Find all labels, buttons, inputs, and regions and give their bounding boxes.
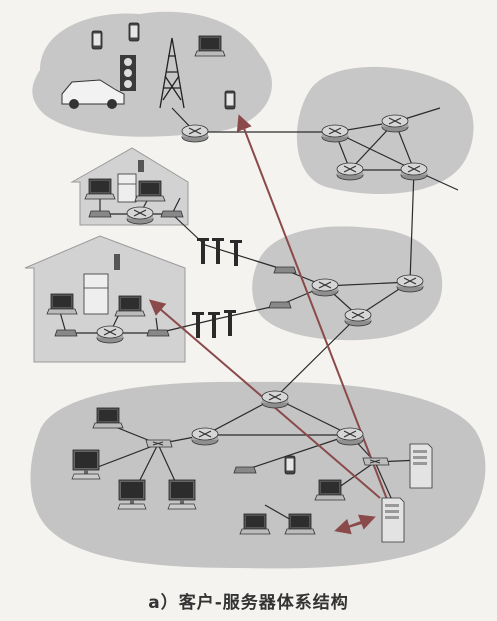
router-icon xyxy=(126,206,154,225)
thermometer-icon xyxy=(138,160,144,172)
laptop-icon xyxy=(314,479,346,501)
router-icon xyxy=(261,390,289,409)
modem-icon xyxy=(273,266,297,274)
router-icon xyxy=(311,278,339,297)
smartphone-icon xyxy=(91,30,103,50)
car-icon xyxy=(61,79,125,109)
server-icon xyxy=(409,443,433,489)
cell-tower-icon xyxy=(159,37,185,109)
laptop-icon xyxy=(134,180,166,202)
refrigerator-icon xyxy=(117,173,137,203)
monitor-icon xyxy=(71,449,101,480)
modem-icon xyxy=(54,329,78,337)
modem-icon xyxy=(233,466,257,474)
modem-icon xyxy=(88,210,112,218)
utility-pole-icon xyxy=(208,312,220,338)
smartphone-icon xyxy=(128,22,140,42)
laptop-icon xyxy=(114,295,146,317)
router-icon xyxy=(400,162,428,181)
router-icon xyxy=(396,274,424,293)
switch-icon xyxy=(145,439,173,448)
laptop-icon xyxy=(46,293,78,315)
laptop-icon xyxy=(92,407,124,429)
router-icon xyxy=(336,162,364,181)
utility-pole-icon xyxy=(197,238,209,264)
router-icon xyxy=(344,308,372,327)
monitor-icon xyxy=(167,479,197,510)
laptop-icon xyxy=(84,178,116,200)
smartphone-icon xyxy=(224,90,236,110)
switch-icon xyxy=(362,457,390,466)
modem-icon xyxy=(160,210,184,218)
monitor-icon xyxy=(117,479,147,510)
utility-pole-icon xyxy=(192,312,204,338)
refrigerator-icon xyxy=(83,273,109,315)
laptop-icon xyxy=(284,513,316,535)
regional-isp-network-cloud xyxy=(252,226,443,341)
router-icon xyxy=(381,114,409,133)
utility-pole-icon xyxy=(224,310,236,336)
router-icon xyxy=(191,427,219,446)
traffic-light-icon xyxy=(120,55,136,91)
server-icon xyxy=(381,497,405,543)
laptop-icon xyxy=(239,513,271,535)
smartphone-icon xyxy=(284,455,296,475)
router-icon xyxy=(321,124,349,143)
modem-icon xyxy=(146,329,170,337)
mobile-network-cloud xyxy=(32,11,272,137)
figure-caption: a）客户-服务器体系结构 xyxy=(148,593,349,613)
modem-icon xyxy=(268,301,292,309)
router-icon xyxy=(181,124,209,143)
router-icon xyxy=(336,427,364,446)
thermometer-icon xyxy=(114,254,120,270)
router-icon xyxy=(96,325,124,344)
laptop-icon xyxy=(194,35,226,57)
